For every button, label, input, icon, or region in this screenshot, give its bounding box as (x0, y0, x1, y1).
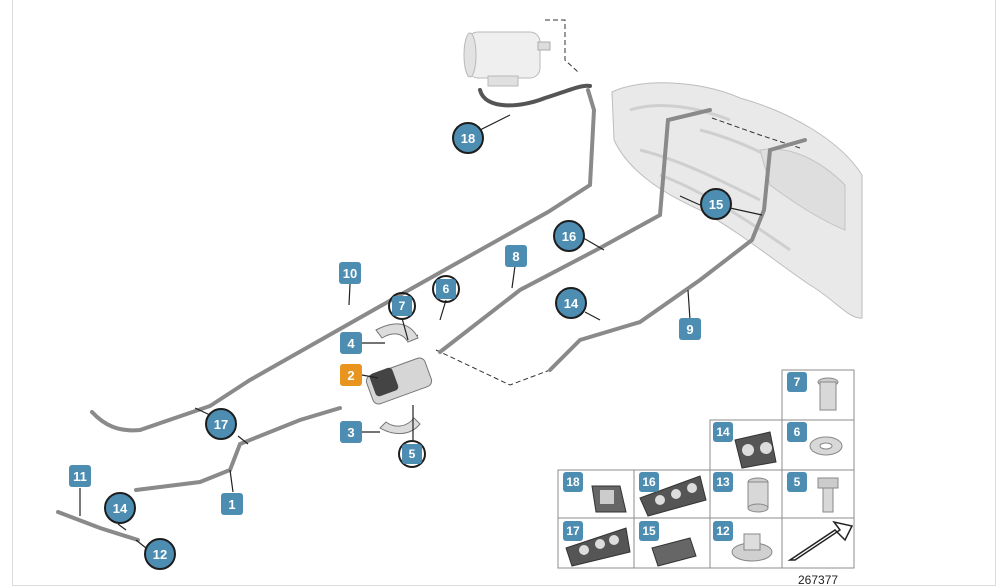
carbon-canister (463, 31, 551, 87)
callout-6: 6 (432, 275, 460, 303)
document-number: 267377 (798, 573, 839, 587)
callout-9: 9 (679, 318, 701, 340)
callout-1: 1 (221, 493, 243, 515)
callout-5: 5 (398, 440, 426, 468)
callout-5-label: 5 (402, 444, 422, 464)
grid-label-16: 16 (639, 472, 659, 492)
callout-11: 11 (69, 465, 91, 487)
callout-18: 18 (452, 122, 484, 154)
grid-label-6: 6 (787, 422, 807, 442)
callout-14-upper: 14 (555, 287, 587, 319)
callout-12: 12 (144, 538, 176, 570)
fuel-tank (611, 82, 863, 319)
callout-3: 3 (340, 421, 362, 443)
grid-label-13: 13 (713, 472, 733, 492)
callout-14-lower: 14 (104, 492, 136, 524)
callout-15: 15 (700, 188, 732, 220)
fuel-lines (56, 83, 807, 542)
grid-label-5: 5 (787, 472, 807, 492)
grid-label-17: 17 (563, 521, 583, 541)
callout-16: 16 (553, 220, 585, 252)
grid-label-18: 18 (563, 472, 583, 492)
callout-10: 10 (339, 262, 361, 284)
grid-label-14: 14 (713, 422, 733, 442)
fuel-filter (365, 357, 433, 405)
callout-7: 7 (388, 292, 416, 320)
parts-grid (557, 369, 855, 569)
grid-label-12: 12 (713, 521, 733, 541)
callout-6-label: 6 (436, 279, 456, 299)
grid-label-15: 15 (639, 521, 659, 541)
callout-2: 2 (340, 364, 362, 386)
diagram-frame (12, 0, 996, 586)
part-illustrations (565, 377, 854, 567)
callout-7-label: 7 (392, 296, 412, 316)
grid-label-7: 7 (787, 372, 807, 392)
callout-4: 4 (340, 332, 362, 354)
callout-17: 17 (205, 408, 237, 440)
callout-8: 8 (505, 245, 527, 267)
